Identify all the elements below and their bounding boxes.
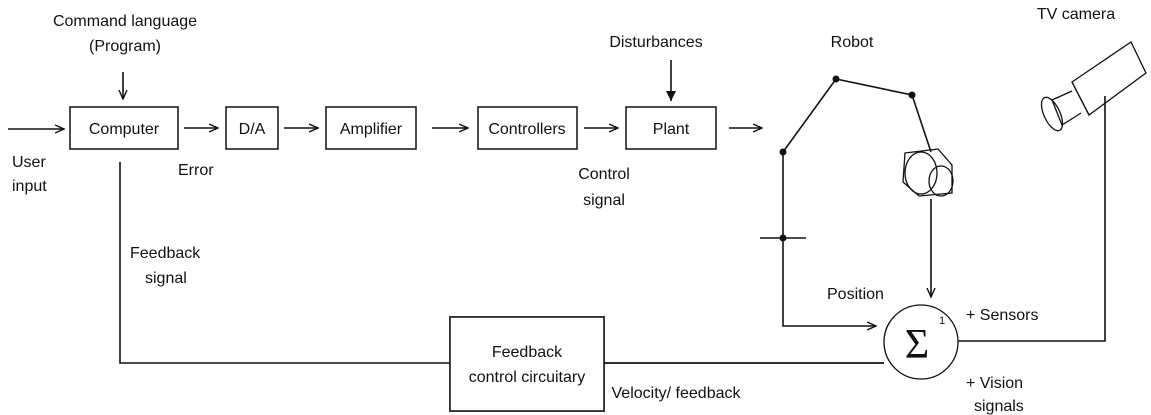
feedback-signal-label: signal [145, 270, 187, 287]
computer-block [69, 106, 179, 150]
computer-label: Computer [89, 121, 160, 138]
velocity-feedback-label: Velocity/ feedback [612, 385, 742, 402]
controllers-label: Controllers [488, 121, 565, 138]
input-label: input [12, 178, 47, 195]
controllers-block [477, 106, 578, 150]
da-block [225, 106, 279, 150]
feedback-to-computer-line [119, 162, 450, 364]
tv-camera-label: TV camera [1037, 6, 1115, 23]
position-feedback-arrow [782, 238, 876, 326]
command-language-label: Command language [53, 13, 197, 30]
da-label: D/A [239, 121, 266, 138]
user-label: User [12, 154, 46, 171]
robot-arm [760, 75, 954, 242]
feedback-circuit-label-1: Feedback [492, 344, 563, 361]
sum-superscript: 1 [939, 315, 945, 327]
error-label: Error [178, 162, 214, 179]
feedback-circuit-block [449, 316, 605, 412]
camera-to-sum-line [958, 96, 1106, 342]
feedback-circuit-label-2: control circuitary [469, 369, 585, 386]
vision-label: + Vision [966, 375, 1023, 392]
feedback-label: Feedback [130, 245, 201, 262]
signal-label: signal [583, 192, 625, 209]
plant-block [625, 106, 717, 150]
disturbances-label: Disturbances [609, 34, 702, 51]
control-label: Control [578, 166, 630, 183]
robot-label: Robot [831, 34, 874, 51]
tv-camera [1040, 41, 1147, 132]
amplifier-block [325, 106, 417, 150]
amplifier-label: Amplifier [340, 121, 403, 138]
summing-junction [883, 304, 959, 380]
sigma-symbol: Σ [905, 322, 929, 368]
program-label: (Program) [89, 38, 161, 55]
signals-label: signals [974, 398, 1024, 415]
plant-label: Plant [653, 121, 690, 138]
position-label: Position [827, 286, 884, 303]
sensors-label: + Sensors [966, 307, 1038, 324]
